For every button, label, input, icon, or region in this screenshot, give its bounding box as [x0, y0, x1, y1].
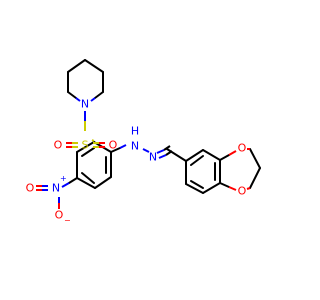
nitro-oxygen-bottom-label: O: [55, 209, 64, 222]
sulfonyl-oxygen-left-label: O: [54, 139, 63, 152]
sulfonyl-oxygen-right-label: O: [109, 139, 118, 152]
molecule-structure: N S O O N H N N + O O − O O: [26, 59, 261, 226]
atom-labels: N S O O N H N N + O O − O O: [26, 98, 247, 226]
amine-hydrogen-label: H: [131, 125, 139, 138]
sulfur-label: S: [82, 139, 89, 152]
nitro-minus-charge: −: [64, 216, 71, 225]
piperidine-nitrogen-label: N: [81, 98, 89, 111]
nitro-plus-charge: +: [60, 174, 67, 183]
amine-nitrogen-label: N: [131, 140, 139, 153]
nitro-nitrogen-label: N: [52, 182, 60, 195]
hetero-bonds: [36, 91, 251, 209]
dioxole-oxygen-top-label: O: [238, 142, 247, 155]
hydrazone-nitrogen-label: N: [149, 151, 157, 164]
dioxole-oxygen-bottom-label: O: [238, 185, 247, 198]
nitro-oxygen-left-label: O: [26, 182, 35, 195]
carbon-bonds: [67, 59, 261, 194]
